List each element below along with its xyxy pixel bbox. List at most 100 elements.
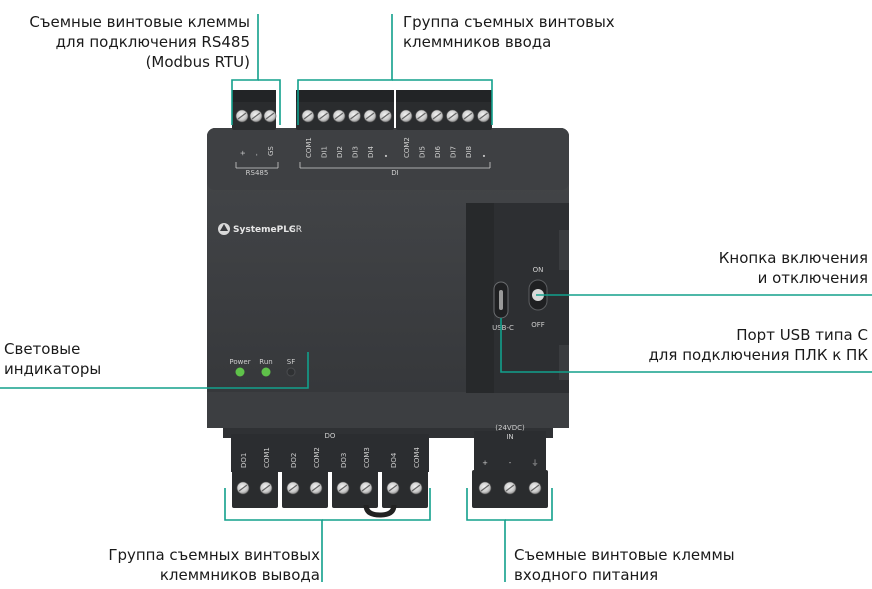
do-pin-label: COM2 xyxy=(313,447,321,468)
run-led xyxy=(261,367,271,377)
terminal-screw xyxy=(446,109,459,123)
di-pin-label: • xyxy=(481,154,489,158)
do-terminal-blocks xyxy=(232,470,428,518)
switch-off-label: OFF xyxy=(531,321,545,329)
terminal-screw xyxy=(249,109,263,123)
callout-line: Съемные винтовые клеммы xyxy=(514,546,735,564)
rs485-label: RS485 xyxy=(246,169,269,177)
led-label-run: Run xyxy=(259,358,272,366)
di-pin-label: DI7 xyxy=(450,146,458,158)
terminal-screw xyxy=(235,109,249,123)
power-pin-label: - xyxy=(509,459,512,467)
terminal-screw xyxy=(461,109,475,123)
plc-body xyxy=(207,128,569,438)
terminal-screw xyxy=(286,481,300,495)
do-pin-label: COM3 xyxy=(363,447,371,468)
di-pin-label: DI3 xyxy=(352,146,360,158)
model-name: SR xyxy=(290,225,302,235)
di-pin-label: DI8 xyxy=(465,146,473,158)
callout-line: (Modbus RTU) xyxy=(145,53,250,71)
do-label: DO xyxy=(325,432,336,440)
terminal-screw xyxy=(317,109,330,123)
callout-outputs: Группа съемных винтовых клеммников вывод… xyxy=(60,545,320,585)
do-pin-label: COM1 xyxy=(263,447,271,468)
di-pin-label: DI5 xyxy=(419,146,427,158)
callout-rs485: Съемные винтовые клеммы для подключения … xyxy=(4,12,250,72)
terminal-screw xyxy=(379,109,392,123)
callout-line: для подключения ПЛК к ПК xyxy=(648,346,868,364)
callout-usb: Порт USB типа С для подключения ПЛК к ПК xyxy=(600,325,868,365)
terminal-screw xyxy=(309,481,323,495)
terminal-screw xyxy=(477,109,490,123)
do-label-box xyxy=(231,434,429,472)
terminal-screw xyxy=(415,109,428,123)
terminal-screw xyxy=(263,109,277,123)
usb-c-port[interactable]: USB-C xyxy=(492,281,514,332)
switch-on-label: ON xyxy=(533,266,544,274)
callout-line: Световые xyxy=(4,340,81,358)
di-pin-label: • xyxy=(383,154,391,158)
status-leds: Power Run SF xyxy=(229,358,296,377)
callout-power-input: Съемные винтовые клеммы входного питания xyxy=(514,545,774,585)
terminal-screw xyxy=(409,481,423,495)
leader-power-input xyxy=(466,488,506,582)
leader-usb xyxy=(500,318,872,373)
di-label: DI xyxy=(391,169,398,177)
brand-logo: SystemePLC SR xyxy=(218,223,302,235)
callout-line: Съемные винтовые клеммы xyxy=(29,13,250,31)
terminal-screw xyxy=(259,481,273,495)
callout-line: Кнопка включения xyxy=(718,249,868,267)
power-label-box xyxy=(474,431,546,471)
led-label-sf: SF xyxy=(287,358,295,366)
terminal-screw xyxy=(478,481,492,495)
terminal-screw xyxy=(386,481,400,495)
sf-led xyxy=(286,367,296,377)
terminal-screw xyxy=(332,109,346,123)
terminal-screw xyxy=(399,109,413,123)
callout-line: входного питания xyxy=(514,566,659,584)
power-pin-label: + xyxy=(482,459,488,467)
leader-inputs xyxy=(297,14,393,125)
terminal-screw xyxy=(359,481,373,495)
callout-line: для подключения RS485 xyxy=(55,33,250,51)
rs485-pin-label: + xyxy=(239,150,247,156)
terminal-screw xyxy=(348,109,361,123)
do-pin-label: COM4 xyxy=(413,447,421,468)
power-led xyxy=(235,367,245,377)
led-label-power: Power xyxy=(229,358,250,366)
di-pin-label: DI6 xyxy=(434,146,442,158)
callout-line: клеммников вывода xyxy=(159,566,320,584)
rs485-pin-label: - xyxy=(253,153,261,156)
callout-line: Группа съемных винтовых xyxy=(403,13,615,31)
leader-rs485 xyxy=(231,14,259,125)
callout-line: и отключения xyxy=(757,269,868,287)
brand-name: SystemePLC xyxy=(233,225,296,235)
do-pin-label: DO1 xyxy=(240,453,248,468)
top-screws xyxy=(235,109,490,123)
terminal-screw xyxy=(528,481,542,495)
di-pin-label: DI1 xyxy=(321,146,329,158)
callout-line: Группа съемных винтовых xyxy=(108,546,320,564)
power-pin-label: ⏚ xyxy=(532,459,539,467)
di-pin-label: DI2 xyxy=(336,146,344,158)
leader-leds xyxy=(0,352,309,389)
terminal-screw xyxy=(301,109,315,123)
di-pin-label: DI4 xyxy=(367,146,375,158)
terminal-screw xyxy=(503,481,517,495)
power-in-label: IN xyxy=(506,433,513,441)
di-pin-label: COM2 xyxy=(403,137,411,158)
terminal-screw xyxy=(430,109,444,123)
power-voltage-label: (24VDC) xyxy=(495,424,525,432)
usb-label: USB-C xyxy=(492,324,514,332)
terminal-screw xyxy=(336,481,350,495)
leader-outputs xyxy=(224,488,323,582)
do-pin-label: DO2 xyxy=(290,453,298,468)
callout-line: индикаторы xyxy=(4,360,102,378)
callout-line: клеммников ввода xyxy=(403,33,552,51)
callout-leds: Световые индикаторы xyxy=(4,339,164,379)
do-pin-label: DO4 xyxy=(390,452,398,468)
di-pin-label: COM1 xyxy=(305,137,313,158)
